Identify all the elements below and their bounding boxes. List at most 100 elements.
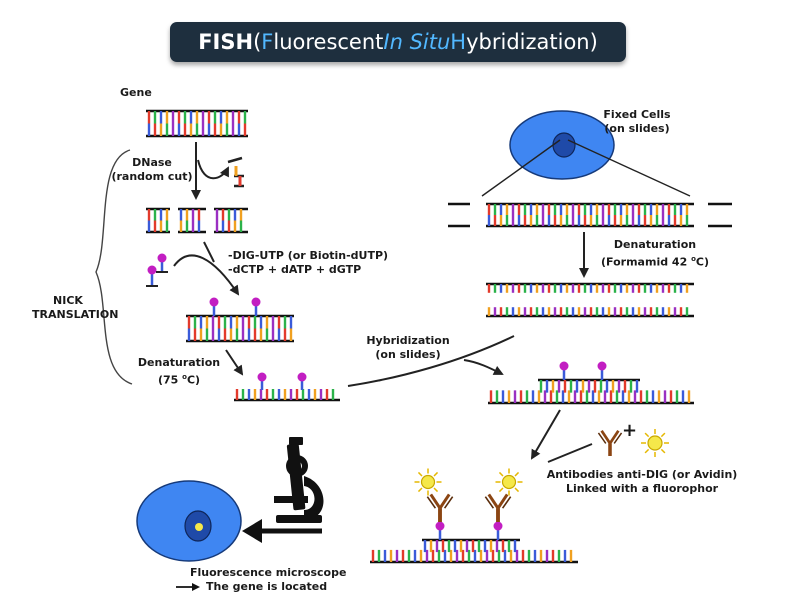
chromosome-dashed-ends [448,202,732,228]
probe-icon [209,297,219,307]
fluorophore-ray [660,432,666,438]
denaturation-right-line2: (Formamid 42 oC) [590,252,720,270]
fluorophore-ray [644,448,650,454]
nick-translation-line2: TRANSLATION [32,308,119,321]
probe-icon [257,372,267,382]
antibody-arm-inner [484,496,495,509]
antibody-icon [597,430,623,456]
antibody-label: Antibodies anti-DIG (or Avidin) Linked w… [532,468,752,496]
fluorophore-ray [644,432,650,438]
legend-arrow-icon [176,583,200,591]
antibody-icon [426,493,454,522]
fluorophore-ray [660,448,666,454]
arrow-icon [242,519,322,543]
fluorophore-ray [514,471,520,477]
probe-icon [493,521,503,531]
nucleotide-mix-line1: -DIG-UTP (or Biotin-dUTP) [228,249,389,262]
denaturation-right-unit: C) [695,255,709,269]
denaturation-left-unit: C) [186,373,201,387]
gene-label: Gene [120,86,152,99]
antibody-line2: Linked with a fluorophor [565,482,719,495]
probe-icon [597,361,607,371]
denatured-target-strand [486,282,694,318]
denaturation-left-temp: (75 [157,373,183,387]
title-open: ( [253,30,262,54]
denaturation-left-line2: (75 oC) [136,370,222,388]
fluorophore-icon [641,429,669,457]
labeled-nucleotides [146,253,168,287]
labeled-dna-strand [186,297,294,343]
fluorophore-ray [417,471,423,477]
fluorophore-core [647,435,663,451]
fluorophore-ray [498,471,504,477]
title-ybridization: ybridization) [466,30,598,54]
fluorophore-ray [498,487,504,493]
denaturation-right-temp: (Formamid 42 [601,255,692,269]
fixed-cells-line2: (on slides) [604,122,670,135]
nick-translation-line1: NICK [53,294,83,307]
dnase-label-line1: DNase [132,156,172,169]
denaturation-right-line1: Denaturation [613,238,697,251]
antibody-arm-inner [501,496,512,509]
denaturation-right-label: Denaturation (Formamid 42 oC) [590,238,720,270]
hybridization-line2: (on slides) [375,348,441,361]
fluorophore-core [501,474,517,490]
fluorophore-icon [414,468,442,496]
denaturation-left-degree: o [182,373,187,381]
fluorophore-ray [433,471,439,477]
arrow-hybridization-right [463,359,504,375]
dnase-label-line2: (random cut) [111,170,193,183]
arrow-antibody-to-detect [547,443,593,463]
arrow-nick-to-probe [225,349,244,376]
nucleotide-mix-label: -DIG-UTP (or Biotin-dUTP) -dCTP + dATP +… [228,249,388,277]
fixed-cells-line1: Fixed Cells [603,108,671,121]
fluorophore-ray [514,487,520,493]
antibody-arm [438,493,451,510]
fluorophore-ray [417,487,423,493]
located-gene-cell [136,480,242,562]
title-f: F [261,30,274,54]
cut-dna-fragments [146,207,248,234]
chromosome-dna-strand [486,202,694,228]
title-luorescent: luorescent [273,30,384,54]
gene-located-label: The gene is located [206,580,328,593]
microscope-label: Fluorescence microscope [190,566,347,579]
denaturation-left-label: Denaturation (75 oC) [136,356,222,388]
fixed-cells-label: Fixed Cells (on slides) [592,108,682,136]
arrow-cut-to-nick [203,241,215,263]
denaturation-left-line1: Denaturation [137,356,221,369]
antibody-arm [600,430,612,445]
arrow-dnase-curve [197,159,229,180]
fluorophore-ray [433,487,439,493]
zoom-lines [481,139,691,197]
probe-icon [251,297,261,307]
title-in-situ: In Situ [383,30,451,54]
arrow-hyb-to-detect [530,409,561,460]
excised-fragment [227,156,244,188]
antibody-arm-inner [426,496,437,509]
fixed-cell [509,110,615,180]
probe-icon [157,253,167,263]
probe-icon [559,361,569,371]
nucleotide-mix-line2: -dCTP + dATP + dGTP [228,263,362,276]
probe-icon [147,265,157,275]
antibody-arm [429,493,442,510]
denaturation-right-degree: o [691,255,696,263]
title-h: H [450,30,467,54]
fluorophore-core [420,474,436,490]
denatured-probe-strand [234,372,340,402]
hybridization-line1: Hybridization [366,334,450,347]
arrow-hybridization-left [347,335,515,387]
probe-icon [435,521,445,531]
nick-translation-brace [95,149,133,385]
antibody-arm-inner [597,432,607,444]
hybridized-strand [488,361,694,405]
hybridization-label: Hybridization (on slides) [360,334,456,362]
antibody-arm [496,493,509,510]
dnase-label: DNase (random cut) [106,156,198,184]
arrow-nucleotides [173,254,240,296]
gene-dna-strand [146,109,248,138]
